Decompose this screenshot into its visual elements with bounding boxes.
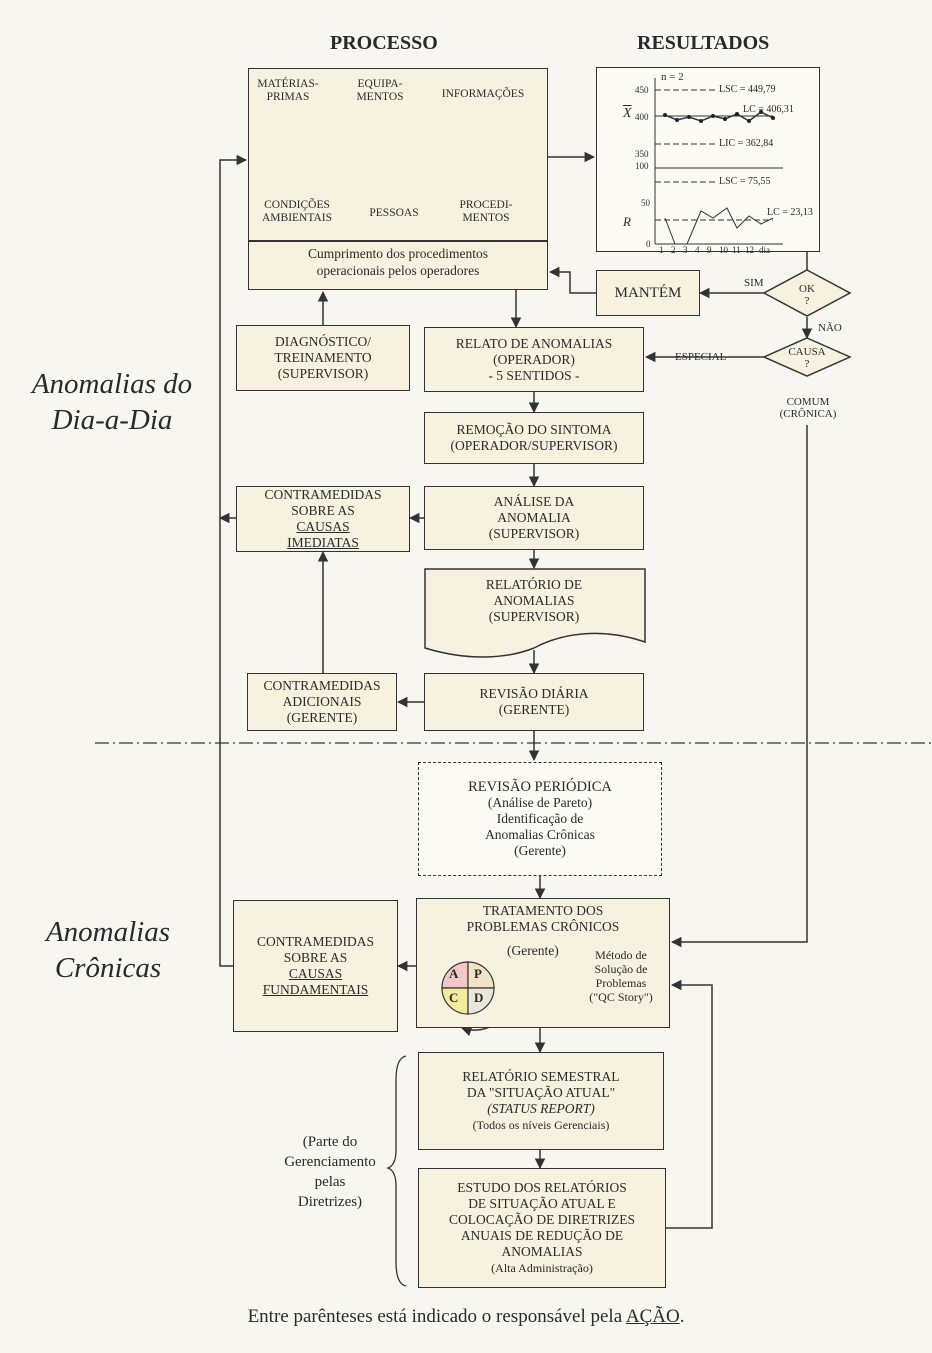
chart-n-label: n = 2 (661, 71, 684, 83)
pdca-c: C (449, 990, 459, 1005)
box-remocao: REMOÇÃO DO SINTOMA(OPERADOR/SUPERVISOR) (424, 412, 644, 464)
decision-causa: CAUSA? (788, 346, 826, 370)
chart-lsc-r: LSC = 75,55 (719, 176, 771, 187)
fishbone-cause-pessoas: PESSOAS (369, 207, 419, 219)
chart-ytick: 400 (635, 112, 649, 122)
box-contramedidas-imediatas: CONTRAMEDIDAS SOBRE AS CAUSAS IMEDIATAS (236, 486, 410, 552)
chart-lsc-x: LSC = 449,79 (719, 84, 776, 95)
pdca-a: A (449, 966, 459, 981)
label-especial: ESPECIAL (675, 351, 727, 363)
control-chart-plot (654, 78, 783, 245)
fishbone-cause-materias: MATÉRIAS-PRIMAS (257, 78, 319, 103)
chart-xbar-label: X (623, 106, 632, 121)
box-diagnostico: DIAGNÓSTICO/TREINAMENTO(SUPERVISOR) (236, 325, 410, 391)
fishbone-cause-procedimentos: PROCEDI-MENTOS (459, 199, 513, 224)
side-label-chronic: Anomalias Crônicas (45, 916, 171, 984)
box-revisao-periodica: REVISÃO PERIÓDICA (Análise de Pareto)Ide… (418, 762, 662, 876)
chart-ytick: 450 (635, 85, 649, 95)
chart-ytick: 350 (635, 149, 649, 159)
fishbone-box (248, 68, 548, 290)
box-relato: RELATO DE ANOMALIAS(OPERADOR)- 5 SENTIDO… (424, 327, 644, 392)
decision-ok: OK? (799, 283, 815, 307)
header-resultados: RESULTADOS (637, 32, 770, 54)
control-chart: n = 2 LSC = 449,79 LC = 406,31 LIC = 362… (596, 67, 820, 255)
header-processo: PROCESSO (330, 32, 438, 54)
label-comum: COMUM(CRÔNICA) (779, 396, 837, 420)
chart-ytick: 0 (646, 239, 651, 249)
chart-r-label: R (623, 214, 631, 229)
chart-ytick: 50 (641, 198, 650, 208)
box-relatorio-shape (424, 568, 646, 658)
label-nao: NÃO (818, 322, 842, 334)
box-mantem: MANTÉM (596, 270, 700, 316)
pdca-p: P (474, 966, 482, 981)
footer-note: Entre parênteses está indicado o respons… (247, 1306, 685, 1327)
chart-ytick: 100 (635, 161, 649, 171)
chart-lic-x: LIC = 362,84 (719, 138, 774, 149)
chart-lc-x: LC = 406,31 (743, 104, 794, 115)
side-label-daily: Anomalias do Dia-a-Dia (31, 368, 193, 436)
fishbone-cause-equipamentos: EQUIPA-MENTOS (356, 78, 404, 103)
pdca-d: D (474, 990, 484, 1005)
label-sim: SIM (744, 277, 764, 289)
fishbone-cause-informacoes: INFORMAÇÕES (441, 88, 525, 100)
pdca-wheel (441, 961, 495, 1015)
chart-lc-r: LC = 23,13 (767, 207, 813, 218)
box-revisao-diaria: REVISÃO DIÁRIA(GERENTE) (424, 673, 644, 731)
